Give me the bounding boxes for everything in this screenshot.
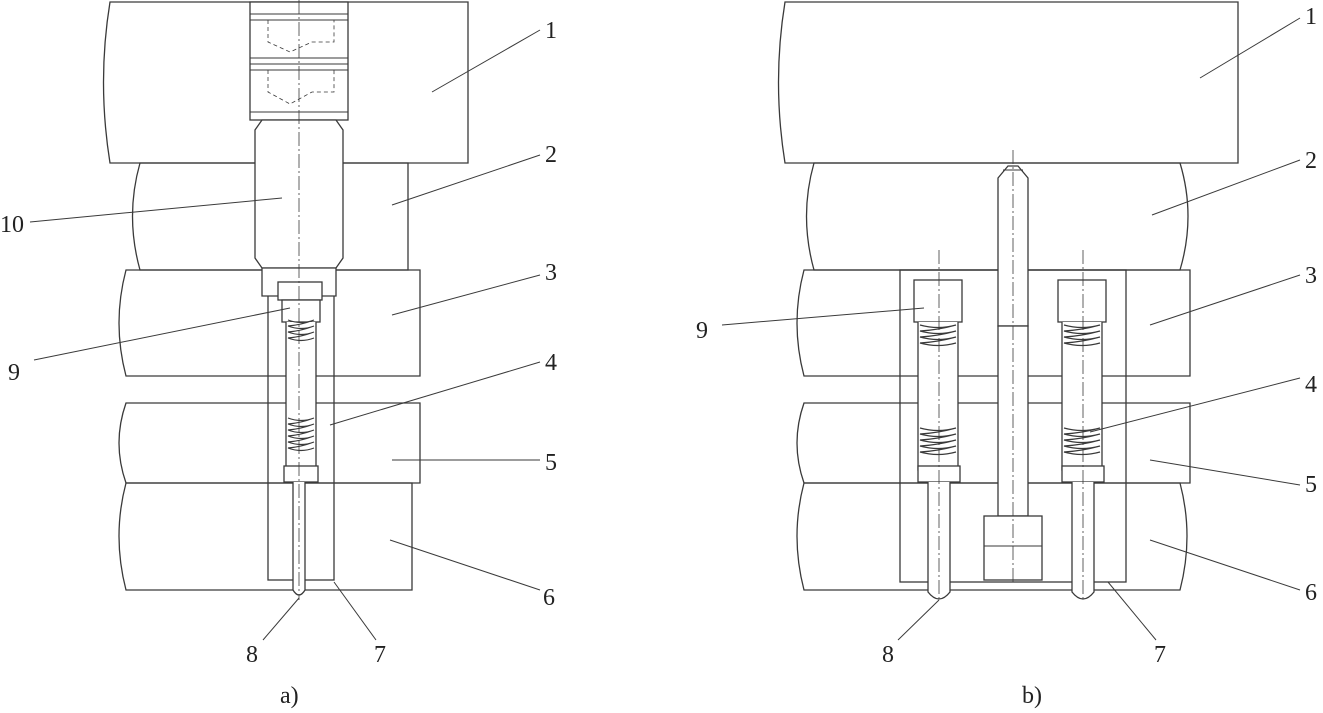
screw-b [983, 150, 1043, 585]
label-7-b: 7 [1154, 642, 1166, 668]
label-8-a: 8 [246, 642, 258, 668]
plate-2-b [805, 162, 1189, 271]
label-1-b: 1 [1305, 4, 1317, 30]
label-2-b: 2 [1305, 148, 1317, 174]
label-9-a: 9 [8, 360, 20, 386]
caption-b: b) [1022, 683, 1042, 709]
leaders-b [721, 17, 1301, 641]
plate-6-a [118, 482, 413, 591]
label-3-a: 3 [545, 260, 557, 286]
label-4-b: 4 [1305, 372, 1317, 398]
label-6-b: 6 [1305, 580, 1317, 606]
label-2-a: 2 [545, 142, 557, 168]
label-5-a: 5 [545, 450, 557, 476]
label-5-b: 5 [1305, 472, 1317, 498]
plate-6-b [796, 482, 1188, 591]
pin-8-a [281, 0, 321, 600]
pin-8-b-left [913, 250, 963, 600]
plate-3-a [118, 269, 421, 377]
plate-5-a [118, 402, 421, 484]
pin-8-b-right [1057, 250, 1107, 600]
leaders-a [29, 29, 541, 641]
label-3-b: 3 [1305, 263, 1317, 289]
figure-b: 1 2 3 9 4 5 6 8 7 b) [696, 1, 1317, 709]
plate-3-b [796, 269, 1191, 377]
plate-5-b [796, 402, 1191, 484]
label-7-a: 7 [374, 642, 386, 668]
plate-1-a [102, 1, 469, 164]
label-1-a: 1 [545, 18, 557, 44]
label-9-b: 9 [696, 318, 708, 344]
plate-1-b [777, 1, 1239, 164]
label-10-a: 10 [0, 212, 24, 238]
label-6-a: 6 [543, 585, 555, 611]
figure-a: 1 2 10 3 9 4 5 6 8 7 a) [0, 0, 557, 709]
label-8-b: 8 [882, 642, 894, 668]
label-4-a: 4 [545, 350, 557, 376]
caption-a: a) [280, 683, 299, 709]
